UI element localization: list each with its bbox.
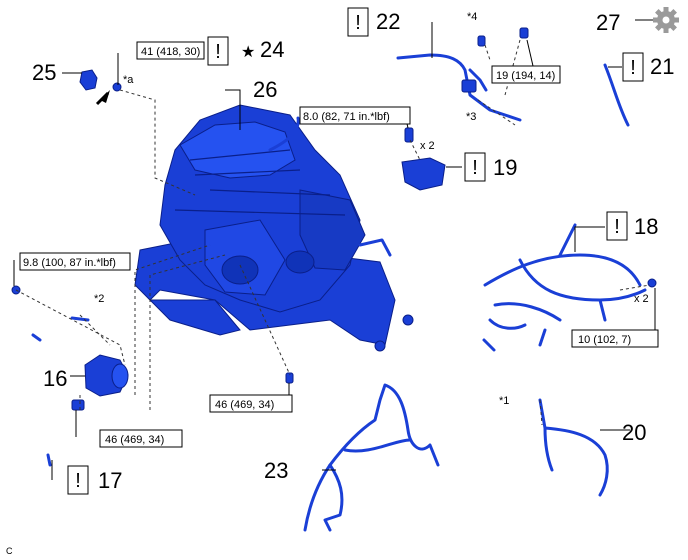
callout-21: 21 (650, 54, 674, 79)
note-labels: *a *4 *3 *2 *1 x 2 x 2 (94, 11, 649, 407)
leader-lines (13, 19, 656, 480)
torque-10: 10 (102, 7) (578, 334, 631, 346)
part-20-hose (538, 398, 609, 497)
part-star2-clip (70, 316, 90, 322)
svg-text:!: ! (355, 12, 361, 34)
torque-box-41 (136, 41, 205, 60)
callout-22: 22 (376, 9, 400, 34)
part-22-hose (396, 27, 529, 122)
callout-26: 26 (253, 77, 277, 102)
caution-icon-17 (67, 465, 89, 495)
torque-box-8 (299, 106, 411, 125)
note-x2-18: x 2 (634, 293, 649, 305)
callout-numbers: 24 25 26 22 27 21 19 18 16 20 23 17 (32, 9, 674, 493)
callout-23: 23 (264, 458, 288, 483)
part-17-cable (46, 453, 52, 467)
part-18-wire-harness (482, 223, 657, 352)
torque-box-98 (19, 252, 131, 271)
part-24-bolt (95, 82, 122, 106)
svg-text:!: ! (75, 470, 81, 492)
callout-16: 16 (43, 366, 67, 391)
note-3: *3 (466, 111, 476, 123)
part-25-cap (79, 69, 98, 91)
gear-icon (653, 7, 679, 33)
torque-box-19 (491, 65, 561, 84)
engine-assembly (134, 104, 414, 352)
caution-icon-22 (347, 7, 369, 37)
callout-17: 17 (98, 468, 122, 493)
star-icon: ★ (241, 44, 255, 61)
callout-24: 24 (260, 37, 284, 62)
torque-19: 19 (194, 14) (496, 70, 555, 82)
note-1: *1 (499, 395, 509, 407)
caution-icon-18 (606, 211, 628, 241)
note-a: *a (123, 74, 134, 86)
svg-text:!: ! (614, 216, 620, 238)
caution-icons: ! ! ! ! ! ! (67, 7, 644, 495)
torque-box-46b (99, 429, 183, 448)
svg-text:!: ! (630, 57, 636, 79)
torque-46b: 46 (469, 34) (105, 434, 164, 446)
part-19-bracket (401, 127, 446, 191)
caution-icon-21 (622, 52, 644, 82)
dashed-guides (15, 39, 651, 426)
part-21-pipe (603, 63, 630, 127)
note-2: *2 (94, 293, 104, 305)
torque-box-46a (209, 394, 293, 413)
torque-specs: 41 (418, 30) 19 (194, 14) 8.0 (82, 71 in… (19, 41, 659, 448)
callout-20: 20 (622, 420, 646, 445)
part-23-wire (303, 383, 440, 532)
svg-text:!: ! (215, 41, 221, 63)
caution-icon-24 (207, 36, 229, 66)
torque-box-10 (571, 329, 659, 348)
caution-icon-19 (464, 152, 486, 182)
callout-27: 27 (596, 10, 620, 35)
part-16-starter (71, 354, 129, 411)
callout-18: 18 (634, 214, 658, 239)
torque-41: 41 (418, 30) (141, 46, 200, 58)
svg-text:!: ! (472, 157, 478, 179)
torque-8: 8.0 (82, 71 in.*lbf) (303, 111, 390, 123)
note-4: *4 (467, 11, 477, 23)
corner-mark: C (6, 546, 13, 556)
note-x2-19: x 2 (420, 140, 435, 152)
callout-25: 25 (32, 60, 56, 85)
part-small-clip (31, 333, 42, 342)
callout-19: 19 (493, 155, 517, 180)
torque-46a: 46 (469, 34) (215, 399, 274, 411)
torque-98: 9.8 (100, 87 in.*lbf) (23, 257, 116, 269)
